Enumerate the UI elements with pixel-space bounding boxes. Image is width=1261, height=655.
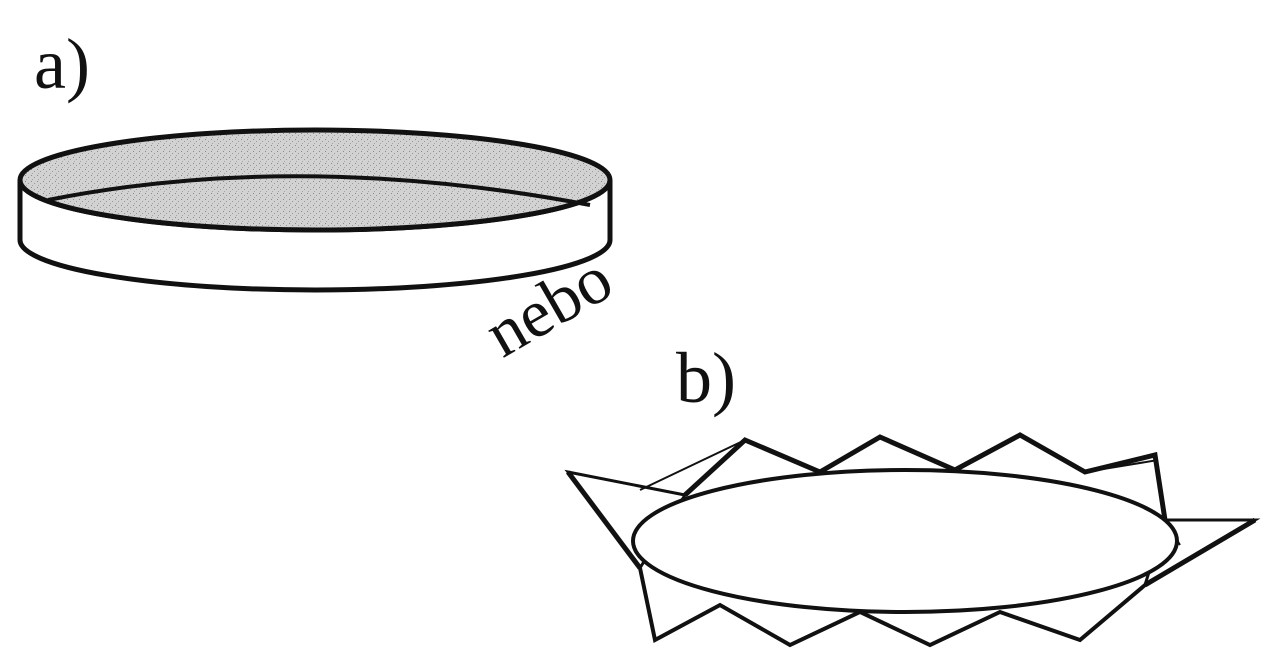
flat-disc-a: [17, 127, 613, 293]
disc-inner-edge: [47, 174, 591, 207]
disc-b-body: [631, 468, 1179, 614]
crown-left-flap-edge: [566, 470, 642, 570]
label-a: a): [34, 24, 90, 104]
crown-right-flap-edge: [1143, 517, 1257, 588]
crowned-disc-b: [564, 432, 1261, 648]
disc-top-surface: [17, 127, 613, 233]
label-b: b): [676, 338, 736, 418]
